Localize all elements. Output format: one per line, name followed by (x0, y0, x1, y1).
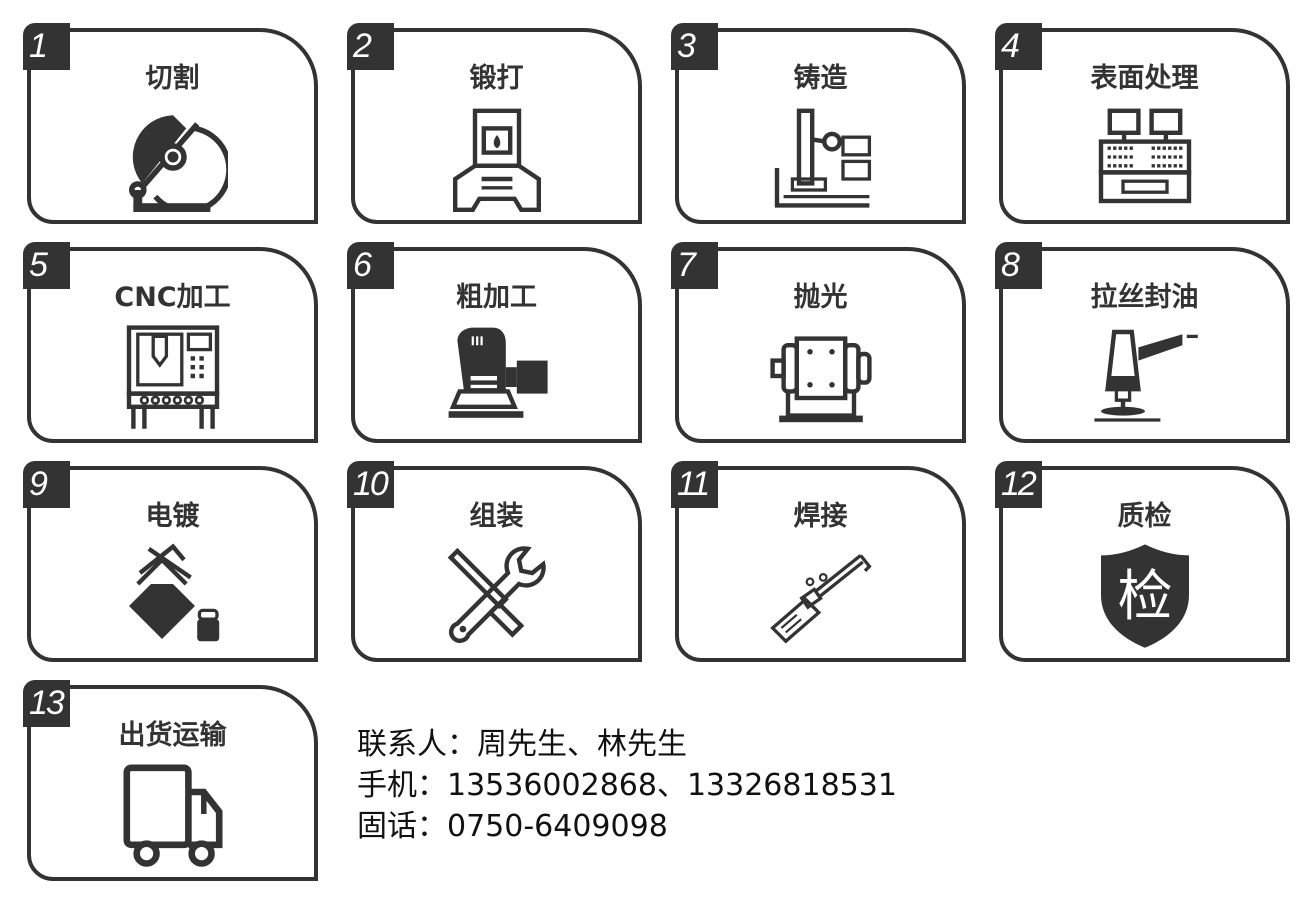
inspection-char: 检 (1117, 564, 1172, 628)
step-card-5: 5 CNC加工 (23, 242, 318, 443)
step-number-badge: 10 (347, 461, 394, 508)
step-card-2: 2 锻打 (347, 23, 642, 224)
brushing-machine-icon (1090, 321, 1200, 431)
step-title: CNC加工 (114, 282, 231, 313)
sander-icon (442, 321, 552, 431)
surface-treatment-machine-icon (1090, 102, 1200, 212)
step-title: 表面处理 (1090, 63, 1199, 94)
step-title: 切割 (145, 63, 200, 94)
casting-machine-icon (766, 102, 876, 212)
step-card-8: 8 拉丝封油 (995, 242, 1290, 443)
step-card-1: 1 切割 (23, 23, 318, 224)
step-number-badge: 11 (671, 461, 718, 508)
step-number-badge: 4 (995, 23, 1042, 70)
contact-phone: 固话：0750-6409098 (357, 809, 668, 844)
welding-torch-icon (766, 540, 876, 650)
step-number-badge: 5 (23, 242, 70, 289)
step-title: 拉丝封油 (1090, 282, 1199, 313)
polishing-drum-icon (766, 321, 876, 431)
step-title: 锻打 (469, 63, 524, 94)
step-number-badge: 13 (23, 680, 70, 727)
step-number-badge: 12 (995, 461, 1042, 508)
step-card-9: 9 电镀 (23, 461, 318, 662)
step-number-badge: 1 (23, 23, 70, 70)
step-number-badge: 7 (671, 242, 718, 289)
step-number-badge: 9 (23, 461, 70, 508)
step-title: 组装 (469, 501, 524, 532)
step-number-badge: 2 (347, 23, 394, 70)
contact-mobile: 手机：13536002868、13326818531 (357, 768, 897, 803)
step-card-3: 3 铸造 (671, 23, 966, 224)
step-title: 电镀 (145, 501, 200, 532)
step-title: 抛光 (793, 282, 848, 313)
inspection-shield-icon: 检 (1090, 540, 1200, 650)
delivery-truck-icon (118, 759, 228, 869)
step-card-6: 6 粗加工 (347, 242, 642, 443)
plating-bucket-icon (118, 540, 228, 650)
step-number-badge: 8 (995, 242, 1042, 289)
cutting-saw-icon (118, 102, 228, 212)
step-card-4: 4 表面处理 (995, 23, 1290, 224)
step-card-12: 12 质检 检 (995, 461, 1290, 662)
step-card-10: 10 组装 (347, 461, 642, 662)
step-number-badge: 6 (347, 242, 394, 289)
cnc-machine-icon (118, 321, 228, 431)
step-title: 焊接 (793, 501, 848, 532)
step-card-13: 13 出货运输 (23, 680, 318, 881)
step-title: 出货运输 (118, 720, 227, 751)
forging-press-icon (442, 102, 552, 212)
step-title: 铸造 (793, 63, 848, 94)
step-title: 粗加工 (456, 282, 537, 313)
step-title: 质检 (1117, 501, 1172, 532)
step-card-11: 11 焊接 (671, 461, 966, 662)
contact-info: 联系人：周先生、林先生 手机：13536002868、13326818531 固… (357, 724, 897, 847)
contact-people: 联系人：周先生、林先生 (357, 727, 687, 762)
step-card-7: 7 抛光 (671, 242, 966, 443)
step-number-badge: 3 (671, 23, 718, 70)
wrench-screwdriver-icon (442, 540, 552, 650)
